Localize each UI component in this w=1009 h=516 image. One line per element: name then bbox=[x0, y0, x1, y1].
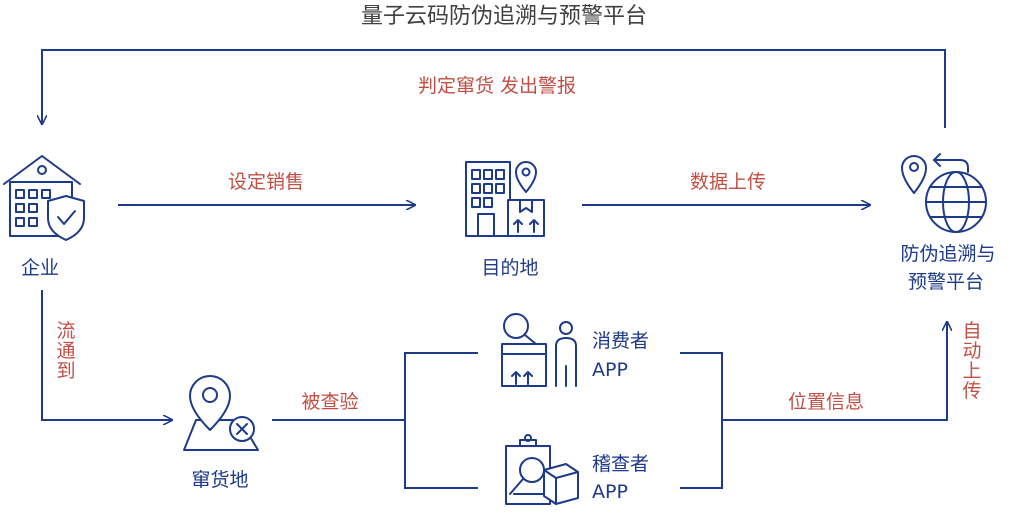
node-inspector-line2: APP bbox=[592, 481, 628, 503]
globe-location-icon bbox=[901, 153, 987, 233]
bracket-left bbox=[404, 352, 478, 489]
circulate-arrow bbox=[41, 290, 172, 420]
building-location-icon bbox=[465, 161, 545, 237]
node-enterprise: 企业 bbox=[20, 257, 60, 279]
edge-label-checked: 被查验 bbox=[301, 391, 359, 413]
search-person-box-icon bbox=[501, 313, 577, 387]
node-platform-line1: 防伪追溯与 bbox=[900, 243, 996, 265]
node-diversion-site: 窜货地 bbox=[191, 469, 249, 491]
edge-label-circulate: 流通到 bbox=[56, 320, 76, 382]
node-inspector-line1: 稽查者 bbox=[592, 453, 650, 475]
factory-shield-icon bbox=[3, 155, 85, 241]
edge-label-location-info: 位置信息 bbox=[787, 391, 865, 413]
clipboard-search-icon bbox=[505, 434, 579, 505]
auto-upload-arrow bbox=[722, 322, 947, 421]
edge-label-set-sales: 设定销售 bbox=[227, 171, 305, 193]
edge-label-auto-upload: 自动上传 bbox=[962, 320, 982, 402]
diagram-title: 量子云码防伪追溯与预警平台 bbox=[360, 4, 648, 29]
node-consumer-line1: 消费者 bbox=[592, 330, 650, 352]
node-consumer-line2: APP bbox=[592, 359, 628, 381]
bracket-right bbox=[680, 352, 723, 489]
edge-label-judge-alert: 判定窜货 发出警报 bbox=[417, 75, 577, 97]
edge-label-data-upload: 数据上传 bbox=[689, 171, 767, 193]
node-platform-line2: 预警平台 bbox=[907, 271, 985, 293]
feedback-loop-line bbox=[42, 49, 946, 128]
map-pin-x-icon bbox=[183, 375, 259, 451]
node-destination: 目的地 bbox=[481, 257, 539, 279]
